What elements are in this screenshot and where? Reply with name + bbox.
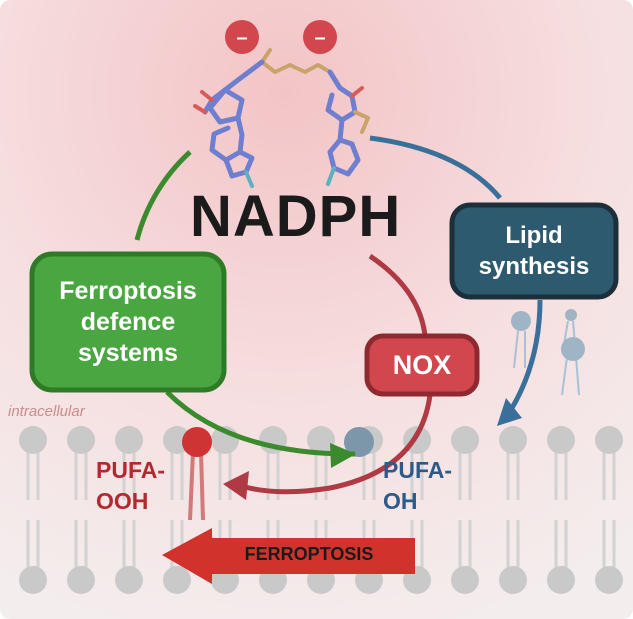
lipid-synthesis-label: Lipid synthesis [478, 222, 590, 280]
pufa-oh-label: PUFA- OH [383, 457, 452, 514]
ferroptosis-arrow [162, 528, 415, 584]
blue-arrowhead [497, 398, 522, 426]
free-lipids-icon [511, 309, 585, 396]
intracellular-label: intracellular [8, 403, 85, 420]
nadph-to-nox-arrow [368, 253, 428, 337]
nadph-title: NADPH [190, 184, 402, 249]
nadph-molecule-icon [193, 48, 370, 188]
green-arrowhead [330, 443, 356, 468]
pufa-ooh-label: PUFA- OOH [96, 457, 165, 514]
nox-box [364, 333, 480, 397]
charge-circle-right: – [303, 20, 337, 54]
red-arrowhead [223, 471, 249, 500]
pufa-ooh-lipid-icon [182, 427, 212, 521]
membrane-bottom-heads [19, 566, 623, 594]
ferroptosis-arrow-label: FERROPTOSIS [244, 544, 374, 564]
pufa-oh-lipid-icon [344, 427, 374, 457]
lipid-synthesis-box [449, 202, 619, 300]
nox-to-pufa-ooh-arrow [244, 394, 433, 495]
lipid-to-membrane-arrow [509, 299, 543, 410]
defence-cycle-arc-top [134, 150, 192, 241]
ferroptosis-defence-box [29, 251, 227, 393]
ferroptosis-defence-label: Ferroptosis defence systems [59, 276, 197, 367]
charge-minus-left: – [236, 27, 247, 49]
nadph-to-lipid-arrow [369, 135, 502, 200]
charge-circle-left: – [225, 20, 259, 54]
nox-label: NOX [392, 349, 452, 380]
defence-to-pufa-oh-arrow [165, 390, 356, 457]
charge-minus-right: – [314, 27, 325, 49]
